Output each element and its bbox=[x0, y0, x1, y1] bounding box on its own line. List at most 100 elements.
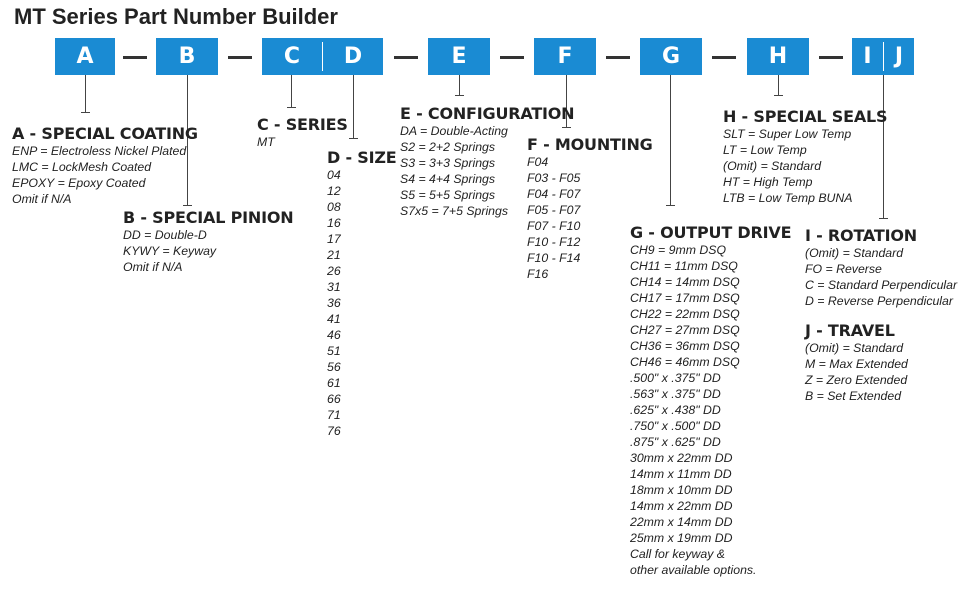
option-item: CH17 = 17mm DSQ bbox=[630, 291, 740, 305]
option-item: F04 bbox=[527, 155, 549, 169]
option-item: CH9 = 9mm DSQ bbox=[630, 243, 727, 257]
option-item: 21 bbox=[327, 248, 341, 262]
option-item: S7x5 = 7+5 Springs bbox=[400, 204, 509, 218]
section-i-heading: I - ROTATION bbox=[805, 226, 917, 245]
option-item: S2 = 2+2 Springs bbox=[400, 140, 496, 154]
page-title: MT Series Part Number Builder bbox=[14, 4, 338, 29]
option-item: FO = Reverse bbox=[805, 262, 882, 276]
option-item: F04 - F07 bbox=[527, 187, 581, 201]
option-item: S4 = 4+4 Springs bbox=[400, 172, 496, 186]
code-box-g: G bbox=[640, 38, 702, 75]
separator-dash bbox=[606, 56, 630, 59]
option-item: .875" x .625" DD bbox=[630, 435, 721, 449]
code-box-h: H bbox=[747, 38, 809, 75]
option-item: 14mm x 22mm DD bbox=[630, 499, 733, 513]
option-item: C = Standard Perpendicular bbox=[805, 278, 958, 292]
section-c-options: MT bbox=[257, 134, 275, 150]
option-item: ENP = Electroless Nickel Plated bbox=[12, 144, 187, 158]
option-item: .500" x .375" DD bbox=[630, 371, 721, 385]
option-item: 14mm x 11mm DD bbox=[630, 467, 732, 481]
connector-e bbox=[459, 75, 460, 95]
option-item: SLT = Super Low Temp bbox=[723, 127, 852, 141]
option-item: CH27 = 27mm DSQ bbox=[630, 323, 740, 337]
section-j-options: (Omit) = Standard M = Max Extended Z = Z… bbox=[805, 340, 908, 404]
section-b-options: DD = Double-D KYWY = Keyway Omit if N/A bbox=[123, 227, 216, 275]
code-letter-g: G bbox=[661, 44, 681, 69]
connector-g bbox=[670, 75, 671, 205]
code-box-a: A bbox=[55, 38, 115, 75]
option-item: F10 - F14 bbox=[527, 251, 581, 265]
separator-dash bbox=[819, 56, 843, 59]
code-box-f: F bbox=[534, 38, 596, 75]
option-item: LTB = Low Temp BUNA bbox=[723, 191, 853, 205]
section-f-heading: F - MOUNTING bbox=[527, 135, 653, 154]
code-letter-a: A bbox=[76, 44, 94, 69]
option-item: MT bbox=[257, 135, 275, 149]
separator-dash bbox=[228, 56, 252, 59]
option-item: 25mm x 19mm DD bbox=[630, 531, 733, 545]
connector-h bbox=[778, 75, 779, 95]
option-item: CH46 = 46mm DSQ bbox=[630, 355, 740, 369]
code-box-cd: C D bbox=[262, 38, 383, 75]
connector-tick bbox=[183, 205, 192, 206]
code-letter-d: D bbox=[343, 44, 363, 69]
code-letter-i: I bbox=[863, 44, 872, 69]
option-item: 56 bbox=[327, 360, 341, 374]
option-item: S5 = 5+5 Springs bbox=[400, 188, 496, 202]
section-h-options: SLT = Super Low Temp LT = Low Temp (Omit… bbox=[723, 126, 853, 206]
option-item: 41 bbox=[327, 312, 341, 326]
code-letter-b: B bbox=[178, 44, 196, 69]
section-a-options: ENP = Electroless Nickel Plated LMC = Lo… bbox=[12, 143, 186, 207]
option-item: DD = Double-D bbox=[123, 228, 207, 242]
section-b-heading: B - SPECIAL PINION bbox=[123, 208, 294, 227]
option-item: (Omit) = Standard bbox=[723, 159, 822, 173]
option-item: CH14 = 14mm DSQ bbox=[630, 275, 740, 289]
section-g-heading: G - OUTPUT DRIVE bbox=[630, 223, 792, 242]
section-e-options: DA = Double-Acting S2 = 2+2 Springs S3 =… bbox=[400, 123, 508, 219]
option-item: 04 bbox=[327, 168, 341, 182]
section-g-options: CH9 = 9mm DSQ CH11 = 11mm DSQ CH14 = 14m… bbox=[630, 242, 756, 578]
option-item: LT = Low Temp bbox=[723, 143, 807, 157]
option-item: 76 bbox=[327, 424, 341, 438]
code-box-e: E bbox=[428, 38, 490, 75]
option-item: (Omit) = Standard bbox=[805, 246, 904, 260]
option-item: F07 - F10 bbox=[527, 219, 581, 233]
connector-tick bbox=[879, 218, 888, 219]
option-item: CH36 = 36mm DSQ bbox=[630, 339, 740, 353]
option-item: Omit if N/A bbox=[123, 260, 183, 274]
option-item: 71 bbox=[327, 408, 341, 422]
option-item: F05 - F07 bbox=[527, 203, 581, 217]
code-letter-h: H bbox=[768, 44, 788, 69]
option-item: other available options. bbox=[630, 563, 757, 577]
option-item: D = Reverse Perpendicular bbox=[805, 294, 953, 308]
section-i-options: (Omit) = Standard FO = Reverse C = Stand… bbox=[805, 245, 957, 309]
option-item: 26 bbox=[327, 264, 341, 278]
section-c-heading: C - SERIES bbox=[257, 115, 348, 134]
option-item: F03 - F05 bbox=[527, 171, 581, 185]
connector-c bbox=[291, 75, 292, 107]
connector-b bbox=[187, 75, 188, 205]
connector-tick bbox=[666, 205, 675, 206]
option-item: 51 bbox=[327, 344, 341, 358]
connector-tick bbox=[349, 138, 358, 139]
connector-tick bbox=[81, 112, 90, 113]
connector-d bbox=[353, 75, 354, 138]
connector-i bbox=[883, 75, 884, 218]
option-item: DA = Double-Acting bbox=[400, 124, 508, 138]
connector-tick bbox=[562, 127, 571, 128]
separator-dash bbox=[394, 56, 418, 59]
option-item: 18mm x 10mm DD bbox=[630, 483, 733, 497]
connector-tick bbox=[455, 95, 464, 96]
option-item: 66 bbox=[327, 392, 341, 406]
connector-f bbox=[566, 75, 567, 127]
connector-a bbox=[85, 75, 86, 112]
option-item: CH22 = 22mm DSQ bbox=[630, 307, 740, 321]
option-item: Z = Zero Extended bbox=[805, 373, 908, 387]
option-item: 12 bbox=[327, 184, 341, 198]
option-item: .563" x .375" DD bbox=[630, 387, 721, 401]
box-divider bbox=[883, 42, 884, 71]
section-d-options: 04 12 08 16 17 21 26 31 36 41 46 51 56 6… bbox=[327, 167, 341, 439]
option-item: EPOXY = Epoxy Coated bbox=[12, 176, 146, 190]
option-item: B = Set Extended bbox=[805, 389, 902, 403]
section-d-heading: D - SIZE bbox=[327, 148, 397, 167]
